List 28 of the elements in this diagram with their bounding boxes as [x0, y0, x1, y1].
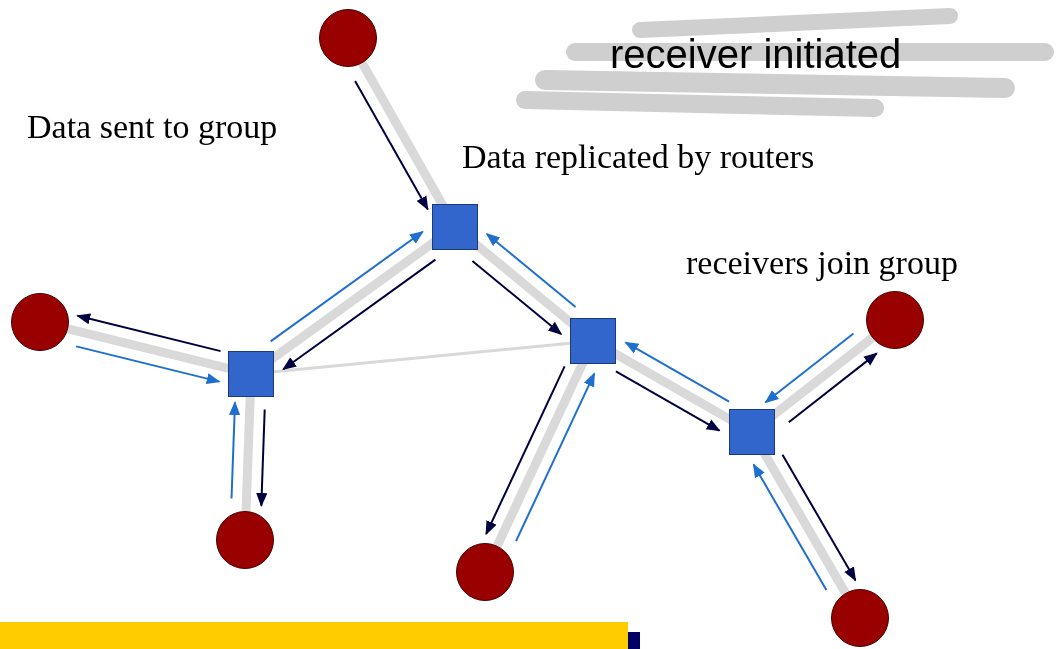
- arrow: [614, 370, 721, 432]
- arrow: [76, 313, 222, 353]
- arrow: [752, 463, 828, 592]
- arrow: [624, 341, 731, 403]
- arrow: [471, 259, 563, 336]
- arrow: [228, 401, 241, 500]
- router-square: [570, 318, 616, 364]
- arrow: [256, 408, 268, 507]
- annotation-text: Data replicated by routers: [462, 138, 815, 176]
- arrow: [75, 345, 221, 385]
- router-square: [228, 351, 274, 397]
- arrow: [485, 232, 577, 309]
- title-text: receiver initiated: [610, 32, 902, 77]
- arrow: [764, 332, 855, 404]
- link-line: [241, 396, 255, 512]
- link-line: [273, 341, 571, 374]
- arrow: [354, 80, 429, 211]
- annotation-text: Data sent to group: [27, 108, 278, 146]
- router-square: [432, 204, 478, 250]
- annotation-text: receivers join group: [686, 244, 958, 282]
- arrow: [282, 258, 437, 371]
- router-square: [729, 409, 775, 455]
- arrow: [269, 230, 424, 343]
- link-line: [67, 324, 230, 373]
- arrow: [485, 365, 566, 536]
- arrow: [515, 372, 596, 543]
- arrow: [787, 352, 878, 424]
- arrow: [781, 453, 857, 582]
